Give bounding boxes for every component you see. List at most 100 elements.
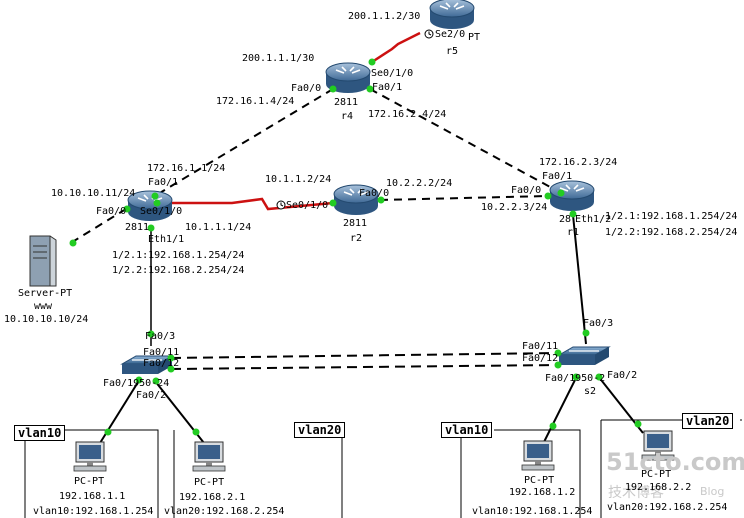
clock-icon: [276, 200, 286, 210]
s2-name-label: s2: [584, 386, 597, 397]
r4-port-left-label: Fa0/0: [291, 83, 322, 94]
r1-port-r2-label: Fa0/0: [511, 185, 542, 196]
r4-name-label: r4: [341, 111, 354, 122]
vlan-frames: [24, 419, 742, 518]
link-r2-r1: [379, 195, 549, 201]
s2-port-11-label: Fa0/11: [522, 341, 559, 352]
watermark-sub: 技术博客: [608, 485, 664, 501]
port-dot: [167, 354, 175, 362]
r3-ip-r4-label: 172.16.1.1/24: [147, 163, 226, 174]
r2-port-right-label: Fa0/0: [359, 188, 390, 199]
r2-model-label: 2811: [343, 218, 368, 229]
vlan20-left-box: vlan20: [294, 422, 346, 438]
router-r5-icon[interactable]: [429, 0, 475, 30]
pc-icon[interactable]: [192, 441, 226, 472]
port-dot: [329, 85, 337, 93]
vlan20-right-box: vlan20: [682, 413, 734, 429]
s2-port-2-label: Fa0/2: [607, 370, 638, 381]
pc2-type-label: PC-PT: [194, 477, 225, 488]
link-r4-r1: [369, 88, 564, 195]
port-dot: [153, 199, 161, 207]
r5-ip-label: 200.1.1.2/30: [348, 11, 421, 22]
server-ip-label: 10.10.10.10/24: [4, 314, 89, 325]
r3-subif1-label: 1/2.1:192.168.1.254/24: [112, 250, 245, 261]
r4-ip-left-label: 172.16.1.4/24: [216, 96, 295, 107]
port-dot: [582, 329, 590, 337]
r3-ip-r2-label: 10.1.1.1/24: [185, 222, 252, 233]
r5-name-label: r5: [446, 46, 459, 57]
r3-model-label: 2811: [125, 222, 150, 233]
port-dot: [167, 365, 175, 373]
pc-icon[interactable]: [73, 441, 107, 472]
r1-subif2-label: 1/2.2:192.168.2.254/24: [605, 227, 738, 238]
pc4-type-label: PC-PT: [641, 469, 672, 480]
port-dot: [192, 428, 200, 436]
port-dot: [557, 189, 565, 197]
port-dot: [595, 373, 603, 381]
pc3-type-label: PC-PT: [524, 475, 555, 486]
pc2-gw-label: vlan20:192.168.2.254: [164, 506, 285, 517]
port-dot: [147, 224, 155, 232]
port-dot: [377, 196, 385, 204]
s1-port-11-label: Fa0/11: [143, 347, 180, 358]
link-s2-pc3: [543, 375, 578, 443]
s1-port-up-label: Fa0/3: [145, 331, 176, 342]
r5-port-label: Se2/0: [435, 29, 466, 40]
pc2-ip-label: 192.168.2.1: [179, 492, 246, 503]
port-dot: [147, 330, 155, 338]
pc4-gw-label: vlan20:192.168.2.254: [607, 502, 728, 513]
server-icon[interactable]: [29, 235, 57, 287]
r1-ip-r4-label: 172.16.2.3/24: [539, 157, 618, 168]
r5-model-label: PT: [468, 32, 481, 43]
port-dot: [554, 349, 562, 357]
port-dot: [544, 192, 552, 200]
s2-model-label: Fa0/1950-2: [545, 373, 606, 384]
port-dot: [69, 239, 77, 247]
switch-s2-icon[interactable]: [558, 346, 610, 366]
s2-port-12-label: Fa0/12: [522, 353, 559, 364]
port-dot: [549, 422, 557, 430]
r1-port-r4-label: Fa0/1: [542, 171, 573, 182]
r4-ip-r5-label: 200.1.1.1/30: [242, 53, 315, 64]
r4-port-right-label: Fa0/1: [372, 82, 403, 93]
router-r1-icon[interactable]: [549, 180, 595, 212]
watermark-site: 51cto.com: [606, 448, 744, 476]
port-status-dots: [69, 58, 642, 436]
port-dot: [366, 85, 374, 93]
r3-port-r2-label: Se0/1/0: [140, 206, 183, 217]
pc3-ip-label: 192.168.1.2: [509, 487, 576, 498]
r1-subif1-label: 1/2.1:192.168.1.254/24: [605, 211, 738, 222]
link-r4-r3: [152, 88, 334, 198]
r3-port-server-label: Fa0/0: [96, 206, 127, 217]
port-dot: [554, 361, 562, 369]
r1-port-sw-label: Eth1/2: [575, 214, 612, 225]
r4-port-r5-label: Se0/1/0: [371, 68, 414, 79]
r3-port-sw-label: Eth1/1: [148, 234, 185, 245]
r1-ip-r2-label: 10.2.2.3/24: [481, 202, 548, 213]
pc-icon[interactable]: [521, 440, 555, 471]
r3-port-r4-label: Fa0/1: [148, 177, 179, 188]
watermark-blog: Blog: [700, 485, 725, 498]
r2-port-left-label: Se0/1/0: [286, 200, 329, 211]
link-r1-s2: [572, 214, 587, 345]
link-r3-server: [68, 208, 127, 245]
r4-model-label: 2811: [334, 97, 359, 108]
port-dot: [368, 58, 376, 66]
link-s1-s2-11: [170, 352, 559, 359]
pc1-gw-label: vlan10:192.168.1.254: [33, 506, 154, 517]
s1-model-label: Fa0/1950-24: [103, 378, 170, 389]
port-dot: [104, 428, 112, 436]
link-r3-r2-serial: [157, 197, 334, 211]
port-dot: [572, 373, 580, 381]
s2-port-up-label: Fa0/3: [583, 318, 614, 329]
server-type-label: Server-PT: [18, 288, 73, 299]
r1-name-label: r1: [567, 227, 580, 238]
vlan10-right-box: vlan10: [441, 422, 493, 438]
pc1-type-label: PC-PT: [74, 476, 105, 487]
link-s1-s2-12: [170, 364, 559, 370]
r1-model-label: 28: [559, 214, 572, 225]
s1-port-12-label: Fa0/12: [143, 358, 180, 369]
r2-ip-left-label: 10.1.1.2/24: [265, 174, 332, 185]
r3-ip-server-label: 10.10.10.11/24: [51, 188, 136, 199]
